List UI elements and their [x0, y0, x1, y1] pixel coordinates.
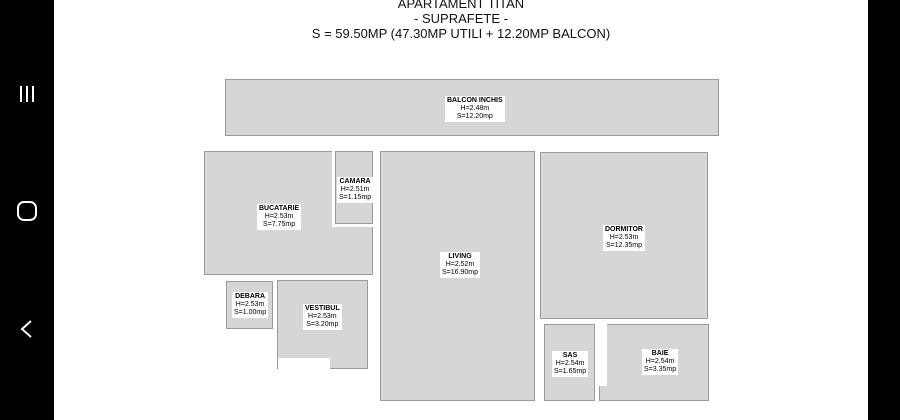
wall-notch	[599, 324, 607, 386]
room-name: BALCON INCHIS	[447, 97, 503, 104]
room-area: S=16.90mp	[442, 269, 478, 276]
navigation-bar	[0, 0, 54, 420]
home-icon	[17, 201, 37, 221]
room-name: BUCATARIE	[259, 205, 300, 212]
room-height: H=2.51m	[340, 186, 370, 193]
room-height: H=2.53m	[264, 213, 294, 220]
room-area: S=7.75mp	[263, 221, 296, 228]
room-label-debara: DEBARA H=2.53m S=1.00mp	[232, 292, 269, 318]
document-title: APARTAMENT TITAN	[397, 0, 525, 11]
room-name: DEBARA	[235, 293, 266, 300]
room-label-balcon: BALCON INCHIS H=2.48m S=12.20mp	[445, 96, 505, 122]
room-dormitor: DORMITOR H=2.53m S=12.35mp	[540, 152, 708, 319]
room-height: H=2.53m	[308, 313, 337, 320]
room-name: VESTIBUL	[305, 305, 340, 312]
wall-notch	[278, 358, 330, 370]
room-height: H=2.48m	[460, 105, 490, 112]
room-label-baie: BAIE H=2.54m S=3.35mp	[642, 349, 679, 375]
room-area: S=1.65mp	[554, 368, 587, 375]
room-height: H=2.53m	[235, 301, 265, 308]
room-baie: BAIE H=2.54m S=3.35mp	[599, 324, 709, 401]
room-area: S=1.00mp	[234, 309, 267, 316]
floor-plan-sheet: APARTAMENT TITAN - SUPRAFETE - S = 59.50…	[54, 0, 868, 420]
document-subtitle: - SUPRAFETE -	[414, 11, 508, 26]
back-icon	[20, 320, 32, 338]
room-sas: SAS H=2.54m S=1.65mp	[544, 324, 595, 401]
room-area: S=3.35mp	[644, 366, 677, 373]
room-name: DORMITOR	[605, 226, 643, 233]
home-button[interactable]	[0, 191, 54, 231]
room-area: S=1.15mp	[339, 194, 372, 201]
room-debara: DEBARA H=2.53m S=1.00mp	[226, 281, 273, 329]
room-label-dormitor: DORMITOR H=2.53m S=12.35mp	[603, 225, 645, 251]
room-label-sas: SAS H=2.54m S=1.65mp	[552, 351, 589, 377]
room-area: S=12.35mp	[605, 242, 642, 249]
room-name: CAMARA	[339, 178, 371, 185]
room-living: LIVING H=2.52m S=16.90mp	[380, 151, 535, 401]
room-height: H=2.52m	[445, 261, 475, 268]
room-label-bucatarie: BUCATARIE H=2.53m S=7.75mp	[257, 204, 302, 230]
room-label-vestibul: VESTIBUL H=2.53m S=3.20mp	[303, 304, 342, 330]
right-frame	[868, 0, 900, 420]
room-camara: CAMARA H=2.51m S=1.15mp	[335, 151, 374, 224]
room-name: SAS	[562, 352, 578, 359]
total-area-summary: S = 59.50MP (47.30MP UTILI + 12.20MP BAL…	[311, 26, 611, 41]
room-area: S=3.20mp	[306, 321, 339, 328]
room-name: BAIE	[651, 350, 669, 357]
recent-apps-button[interactable]	[0, 74, 54, 114]
room-label-camara: CAMARA H=2.51m S=1.15mp	[337, 177, 374, 203]
room-height: H=2.53m	[609, 234, 639, 241]
room-height: H=2.54m	[645, 358, 675, 365]
room-area: S=12.20mp	[456, 113, 493, 120]
back-button[interactable]	[0, 309, 54, 349]
room-vestibul: VESTIBUL H=2.53m S=3.20mp	[277, 280, 368, 370]
room-balcon-inchis: BALCON INCHIS H=2.48m S=12.20mp	[225, 79, 719, 136]
recent-apps-icon	[20, 86, 34, 102]
room-name: LIVING	[448, 253, 472, 260]
room-height: H=2.54m	[555, 360, 585, 367]
room-label-living: LIVING H=2.52m S=16.90mp	[440, 252, 480, 278]
